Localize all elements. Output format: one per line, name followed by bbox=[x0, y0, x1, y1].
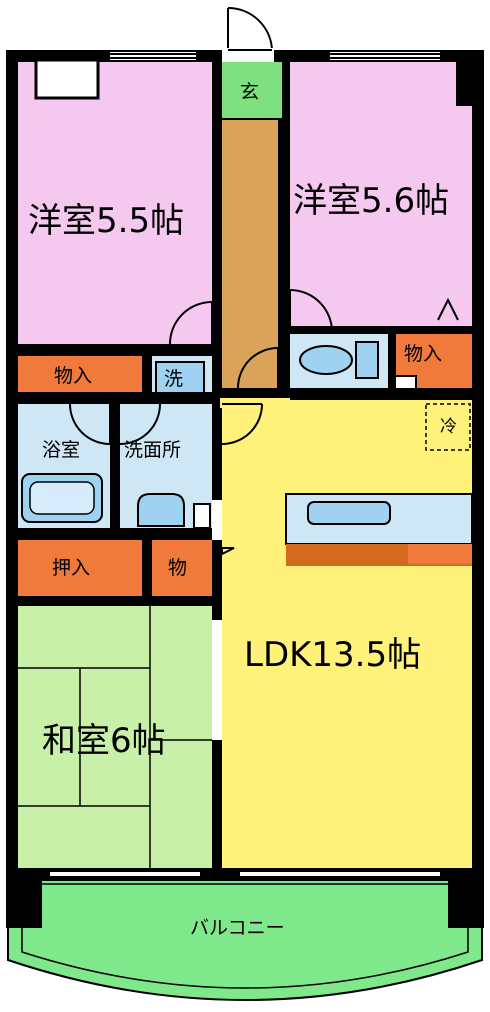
balcony-pillar-right bbox=[448, 872, 484, 928]
wash-cabinet bbox=[193, 503, 211, 529]
wash-basin bbox=[137, 493, 185, 527]
oshiire bbox=[18, 540, 142, 596]
toilet-tank bbox=[355, 341, 379, 379]
label-balcony: バルコニー bbox=[190, 917, 285, 939]
balcony bbox=[7, 879, 483, 1001]
label-washitsu: 和室6帖 bbox=[42, 721, 166, 761]
window-alcove bbox=[34, 58, 100, 100]
windows-bottom bbox=[50, 870, 440, 878]
hallway bbox=[222, 120, 278, 388]
windows-top bbox=[110, 52, 440, 60]
label-oshiire: 押入 bbox=[52, 557, 90, 579]
pillar-top-right bbox=[456, 60, 484, 106]
label-western-room-1: 洋室5.5帖 bbox=[28, 201, 184, 241]
balcony-inner-line bbox=[21, 883, 469, 989]
kitchen-sink bbox=[307, 501, 391, 525]
balcony-pillar-left bbox=[6, 872, 42, 928]
storage bbox=[152, 540, 212, 596]
toilet-bowl bbox=[299, 345, 353, 375]
door-gap bbox=[212, 500, 222, 540]
label-closet-1: 物入 bbox=[54, 365, 92, 387]
tatami-lines bbox=[18, 606, 212, 868]
washing-machine-pan bbox=[155, 361, 205, 395]
label-washroom: 洗面所 bbox=[124, 439, 181, 461]
counter-edge-right bbox=[408, 544, 472, 564]
bathtub-inner bbox=[29, 481, 95, 515]
label-closet-2: 物入 bbox=[404, 343, 442, 365]
label-entrance: 玄 bbox=[240, 81, 259, 103]
label-storage: 物 bbox=[168, 557, 187, 579]
label-ldk: LDK13.5帖 bbox=[244, 635, 421, 675]
entrance bbox=[222, 62, 282, 118]
western-room-2 bbox=[290, 62, 472, 326]
closet-1 bbox=[18, 356, 142, 392]
refrigerator-space bbox=[425, 403, 471, 451]
sliding-door-gap bbox=[212, 620, 222, 740]
western-room-1 bbox=[18, 62, 212, 344]
front-door-opening bbox=[222, 48, 274, 62]
label-western-room-2: 洋室5.6帖 bbox=[293, 181, 449, 221]
label-bathroom: 浴室 bbox=[42, 439, 80, 461]
label-laundry: 洗 bbox=[164, 368, 183, 390]
label-refrigerator: 冷 bbox=[440, 417, 457, 437]
door-swings bbox=[69, 6, 459, 556]
washitsu bbox=[18, 606, 212, 868]
ldk bbox=[222, 400, 472, 868]
